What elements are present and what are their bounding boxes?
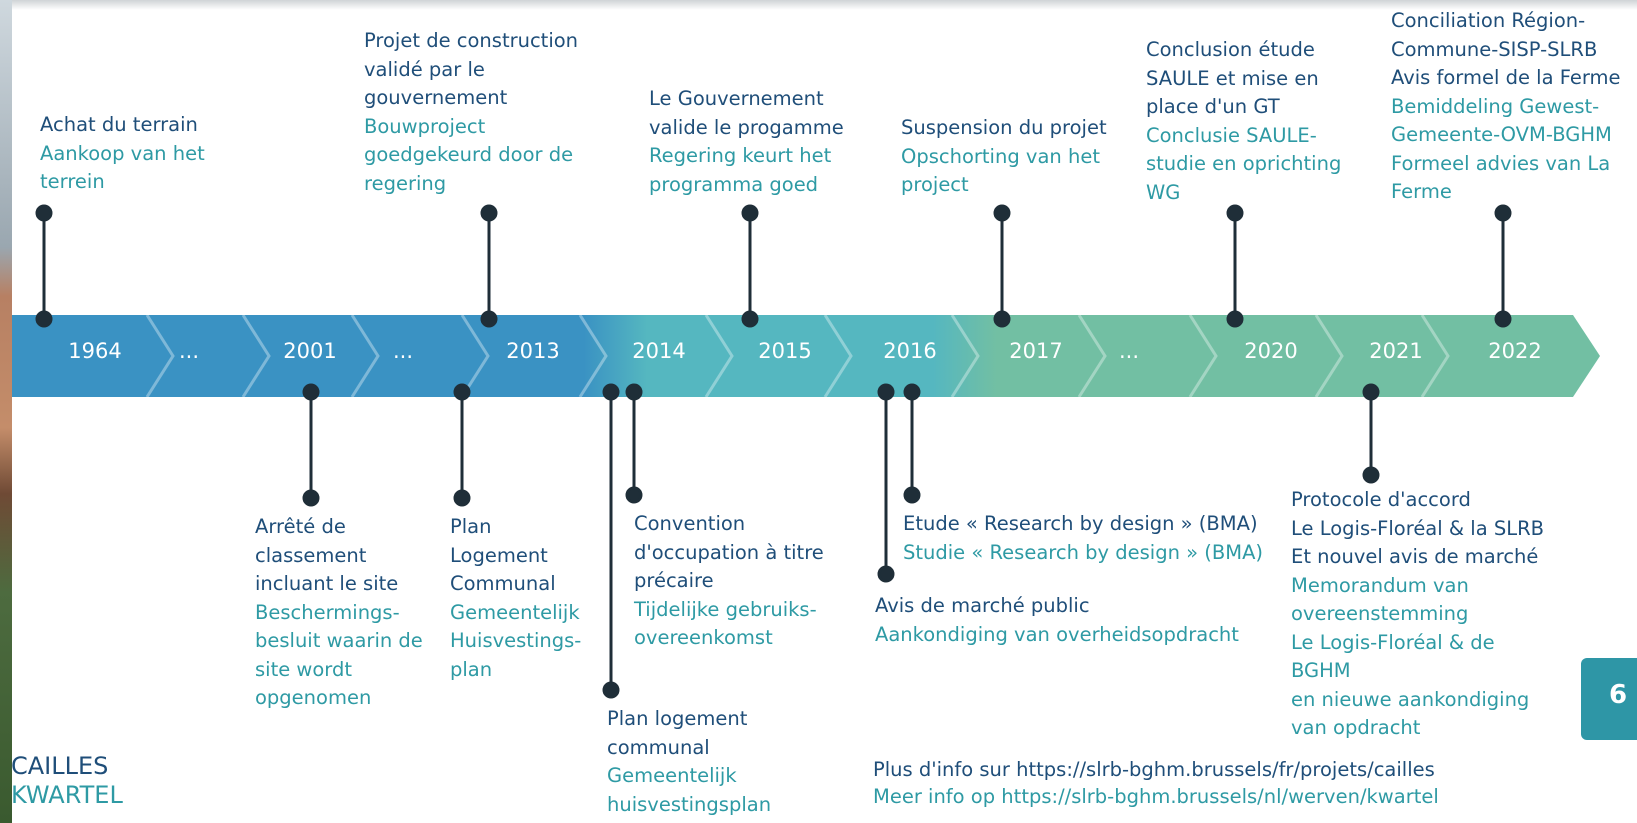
event-1964-purchase: Achat du terrain Aankoop van het terrein bbox=[40, 113, 205, 193]
year-label: ... bbox=[178, 339, 200, 363]
event-housing-plan: Plan Logement Communal Gemeentelijk Huis… bbox=[450, 515, 582, 681]
year-label: 2013 bbox=[506, 339, 560, 363]
timeline-arrow-band bbox=[12, 315, 1600, 397]
year-label: 2021 bbox=[1369, 339, 1423, 363]
year-label: 2017 bbox=[1009, 339, 1063, 363]
page-number-tab bbox=[1581, 658, 1637, 740]
year-label: 2015 bbox=[758, 339, 812, 363]
event-2020-saule-conclusion: Conclusion étude SAULE et mise en place … bbox=[1146, 38, 1342, 204]
project-name: CAILLES KWARTEL bbox=[11, 752, 123, 809]
more-info-link-fr[interactable]: Plus d'info sur https://slrb-bghm.brusse… bbox=[873, 758, 1435, 781]
event-2017-suspension: Suspension du projet Opschorting van het… bbox=[901, 116, 1107, 196]
more-info-link-nl[interactable]: Meer info op https://slrb-bghm.brussels/… bbox=[873, 785, 1439, 808]
year-label: 2020 bbox=[1244, 339, 1298, 363]
page-number: 6 bbox=[1609, 680, 1628, 710]
event-2021-protocol-agreement: Protocole d'accord Le Logis-Floréal & la… bbox=[1291, 488, 1545, 739]
year-label: 2014 bbox=[632, 339, 686, 363]
event-2022-conciliation: Conciliation Région- Commune-SISP-SLRB A… bbox=[1391, 9, 1621, 203]
year-label: 1964 bbox=[68, 339, 122, 363]
event-2001-classification: Arrêté de classement incluant le site Be… bbox=[255, 515, 423, 709]
event-2014-housing-plan: Plan logement communal Gemeentelijk huis… bbox=[607, 707, 772, 816]
event-2014-occupation-agreement: Convention d'occupation à titre précaire… bbox=[634, 512, 824, 649]
year-label: 2016 bbox=[883, 339, 937, 363]
year-label: 2001 bbox=[283, 339, 337, 363]
chevron-separators bbox=[145, 314, 1450, 398]
event-markers bbox=[35, 204, 1512, 699]
year-label: 2022 bbox=[1488, 339, 1542, 363]
top-shadow bbox=[0, 0, 1637, 10]
background-photo-strip bbox=[0, 0, 12, 823]
event-2013-project-validated: Projet de construction validé par le gou… bbox=[364, 29, 579, 195]
event-2015-programme-validated: Le Gouvernement valide le progamme Reger… bbox=[649, 87, 844, 196]
event-2016-research-by-design: Etude « Research by design » (BMA) Studi… bbox=[903, 512, 1264, 564]
event-2016-public-tender: Avis de marché public Aankondiging van o… bbox=[875, 594, 1239, 646]
more-info: Plus d'info sur https://slrb-bghm.brusse… bbox=[873, 756, 1439, 810]
year-label: ... bbox=[392, 339, 414, 363]
year-label: ... bbox=[1118, 339, 1140, 363]
